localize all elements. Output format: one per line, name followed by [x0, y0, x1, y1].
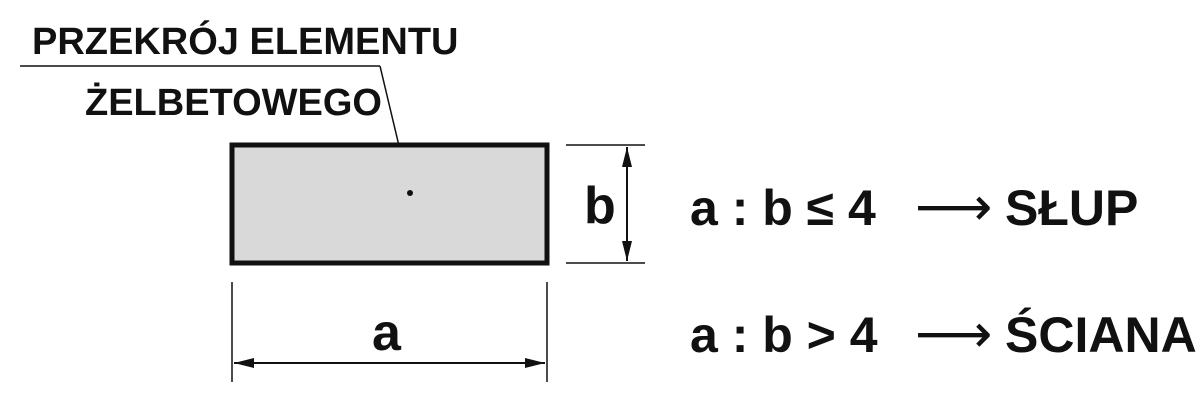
- dim-a-label: a: [372, 304, 402, 362]
- callout-label-line1: PRZEKRÓJ ELEMENTU: [32, 19, 458, 63]
- callout-leader-dot: [407, 190, 413, 196]
- rule-2-condition: a : b > 4: [690, 307, 878, 363]
- callout-label-line2: ŻELBETOWEGO: [85, 82, 382, 124]
- dim-b-label: b: [584, 177, 616, 235]
- rule-2-arrow-icon: ⟶: [915, 302, 992, 365]
- rule-1-arrow-icon: ⟶: [915, 175, 992, 238]
- rule-1-condition: a : b ≤ 4: [690, 180, 876, 236]
- cross-section-rectangle: [229, 142, 550, 266]
- rule-2-result: ŚCIANA: [1005, 307, 1197, 363]
- rule-1-result: SŁUP: [1005, 180, 1138, 236]
